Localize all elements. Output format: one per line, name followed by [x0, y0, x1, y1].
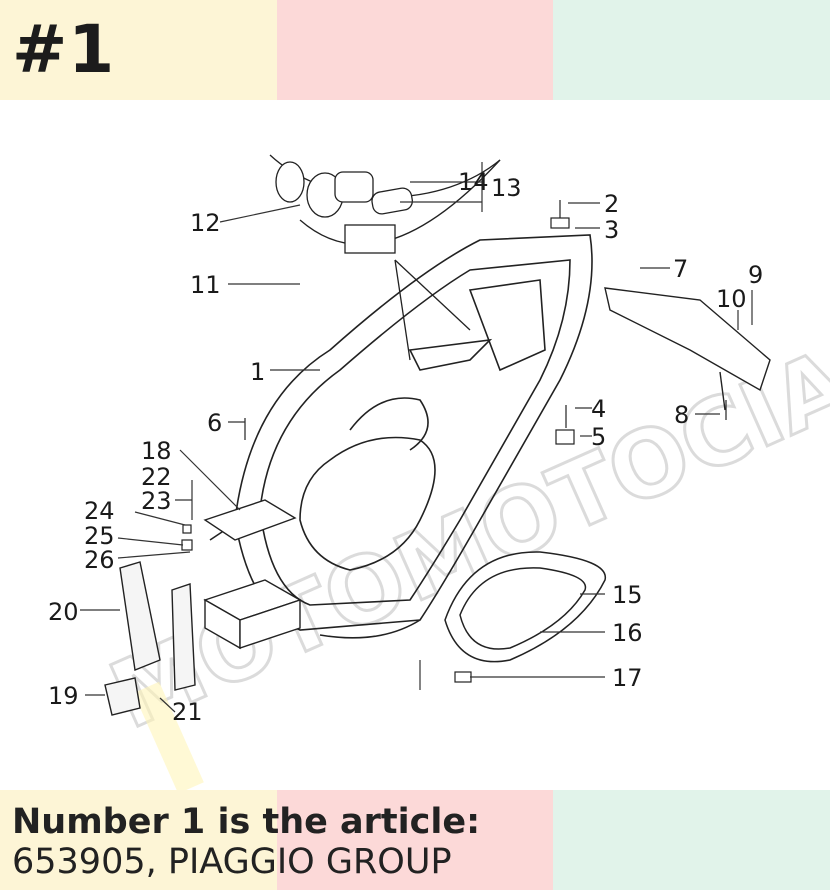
callout-8: 8: [674, 401, 689, 429]
callout-3: 3: [604, 216, 619, 244]
footer-band-mint: [553, 790, 830, 890]
callout-4: 4: [591, 395, 606, 423]
callout-25: 25: [84, 522, 115, 550]
lock-parts: [275, 161, 414, 254]
exploded-parts-diagram: MOTOMOTOCIA: [48, 154, 830, 790]
callout-15: 15: [612, 581, 643, 609]
callout-23: 23: [141, 487, 172, 515]
svg-text:MOTOMOTOCIA: MOTOMOTOCIA: [95, 329, 830, 750]
leader-lines: [80, 162, 753, 713]
fasteners: [181, 200, 727, 683]
callout-2: 2: [604, 190, 619, 218]
callout-10: 10: [716, 285, 747, 313]
battery-box: [203, 499, 302, 650]
rear-frame-bracket: [604, 287, 771, 411]
part-number-heading: #1: [12, 11, 116, 88]
header-band-mint: [553, 0, 830, 100]
header-band: [0, 0, 830, 100]
footer-band-yellow: [0, 790, 277, 890]
callout-11: 11: [190, 271, 221, 299]
callout-14: 14: [458, 168, 489, 196]
footer-band: [0, 790, 830, 890]
callout-6: 6: [207, 409, 222, 437]
callout-1: 1: [250, 358, 265, 386]
callout-17: 17: [612, 664, 643, 692]
callout-12: 12: [190, 209, 221, 237]
callout-18: 18: [141, 437, 172, 465]
callout-13: 13: [491, 174, 522, 202]
callout-21: 21: [172, 698, 203, 726]
side-bracket: [104, 561, 196, 716]
header-band-yellow: [0, 0, 277, 100]
callout-24: 24: [84, 497, 115, 525]
article-caption: Number 1 is the article:: [12, 802, 481, 842]
callout-labels: 1 2 3 4 5 6 7 8 9 10 11 12 13 14 15 16 1…: [48, 168, 763, 726]
callout-16: 16: [612, 619, 643, 647]
callout-20: 20: [48, 598, 79, 626]
callout-7: 7: [673, 255, 688, 283]
callout-19: 19: [48, 682, 79, 710]
header-band-pink: [277, 0, 553, 100]
article-number: 653905, PIAGGIO GROUP: [12, 842, 452, 882]
callout-26: 26: [84, 546, 115, 574]
watermark-logo: MOTOMOTOCIA: [94, 327, 830, 790]
callout-9: 9: [748, 261, 763, 289]
callout-5: 5: [591, 423, 606, 451]
callout-22: 22: [141, 463, 172, 491]
seat-cover: [444, 551, 606, 663]
footer-band-pink: [277, 790, 553, 890]
